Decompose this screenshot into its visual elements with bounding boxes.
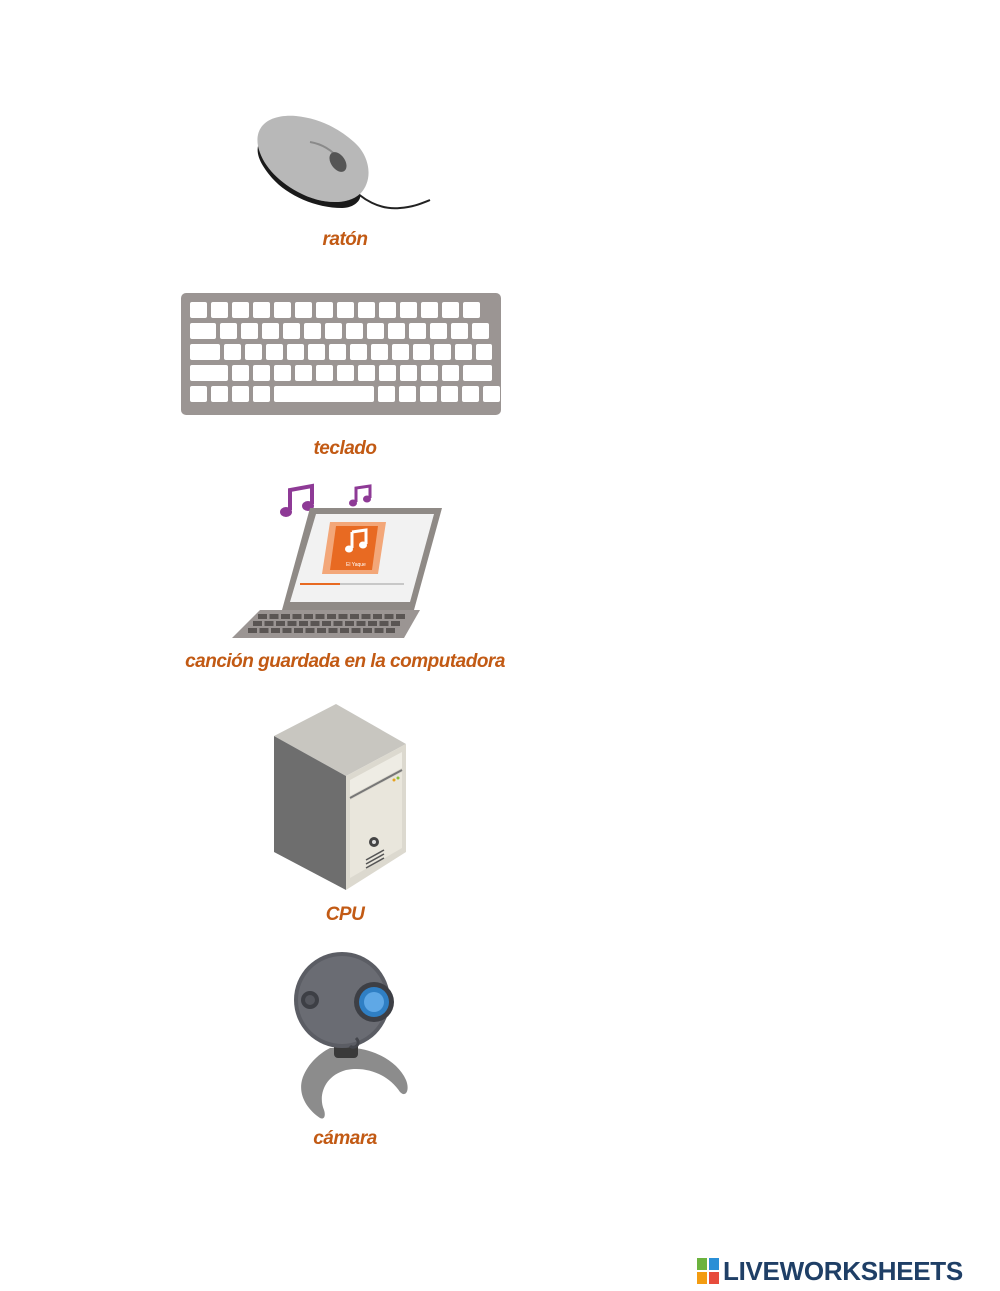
liveworksheets-brand[interactable]: LIVEWORKSHEETS — [697, 1254, 997, 1288]
laptop-screen-caption: El Yaque — [346, 562, 366, 568]
item-label-webcam: cámara — [313, 1128, 377, 1149]
keyboard-icon — [181, 293, 501, 415]
liveworksheets-logo-icon — [697, 1258, 719, 1284]
item-label-cpu: CPU — [325, 904, 365, 925]
laptop-music-icon: El Yaque — [232, 483, 442, 638]
cpu-tower-icon — [274, 704, 406, 890]
item-label-laptop: canción guardada en la computadora — [185, 651, 505, 672]
webcam-icon — [294, 952, 408, 1119]
brand-name: LIVEWORKSHEETS — [723, 1256, 963, 1286]
item-label-mouse: ratón — [322, 229, 369, 250]
mouse-icon — [257, 115, 431, 210]
item-label-keyboard: teclado — [313, 438, 377, 459]
